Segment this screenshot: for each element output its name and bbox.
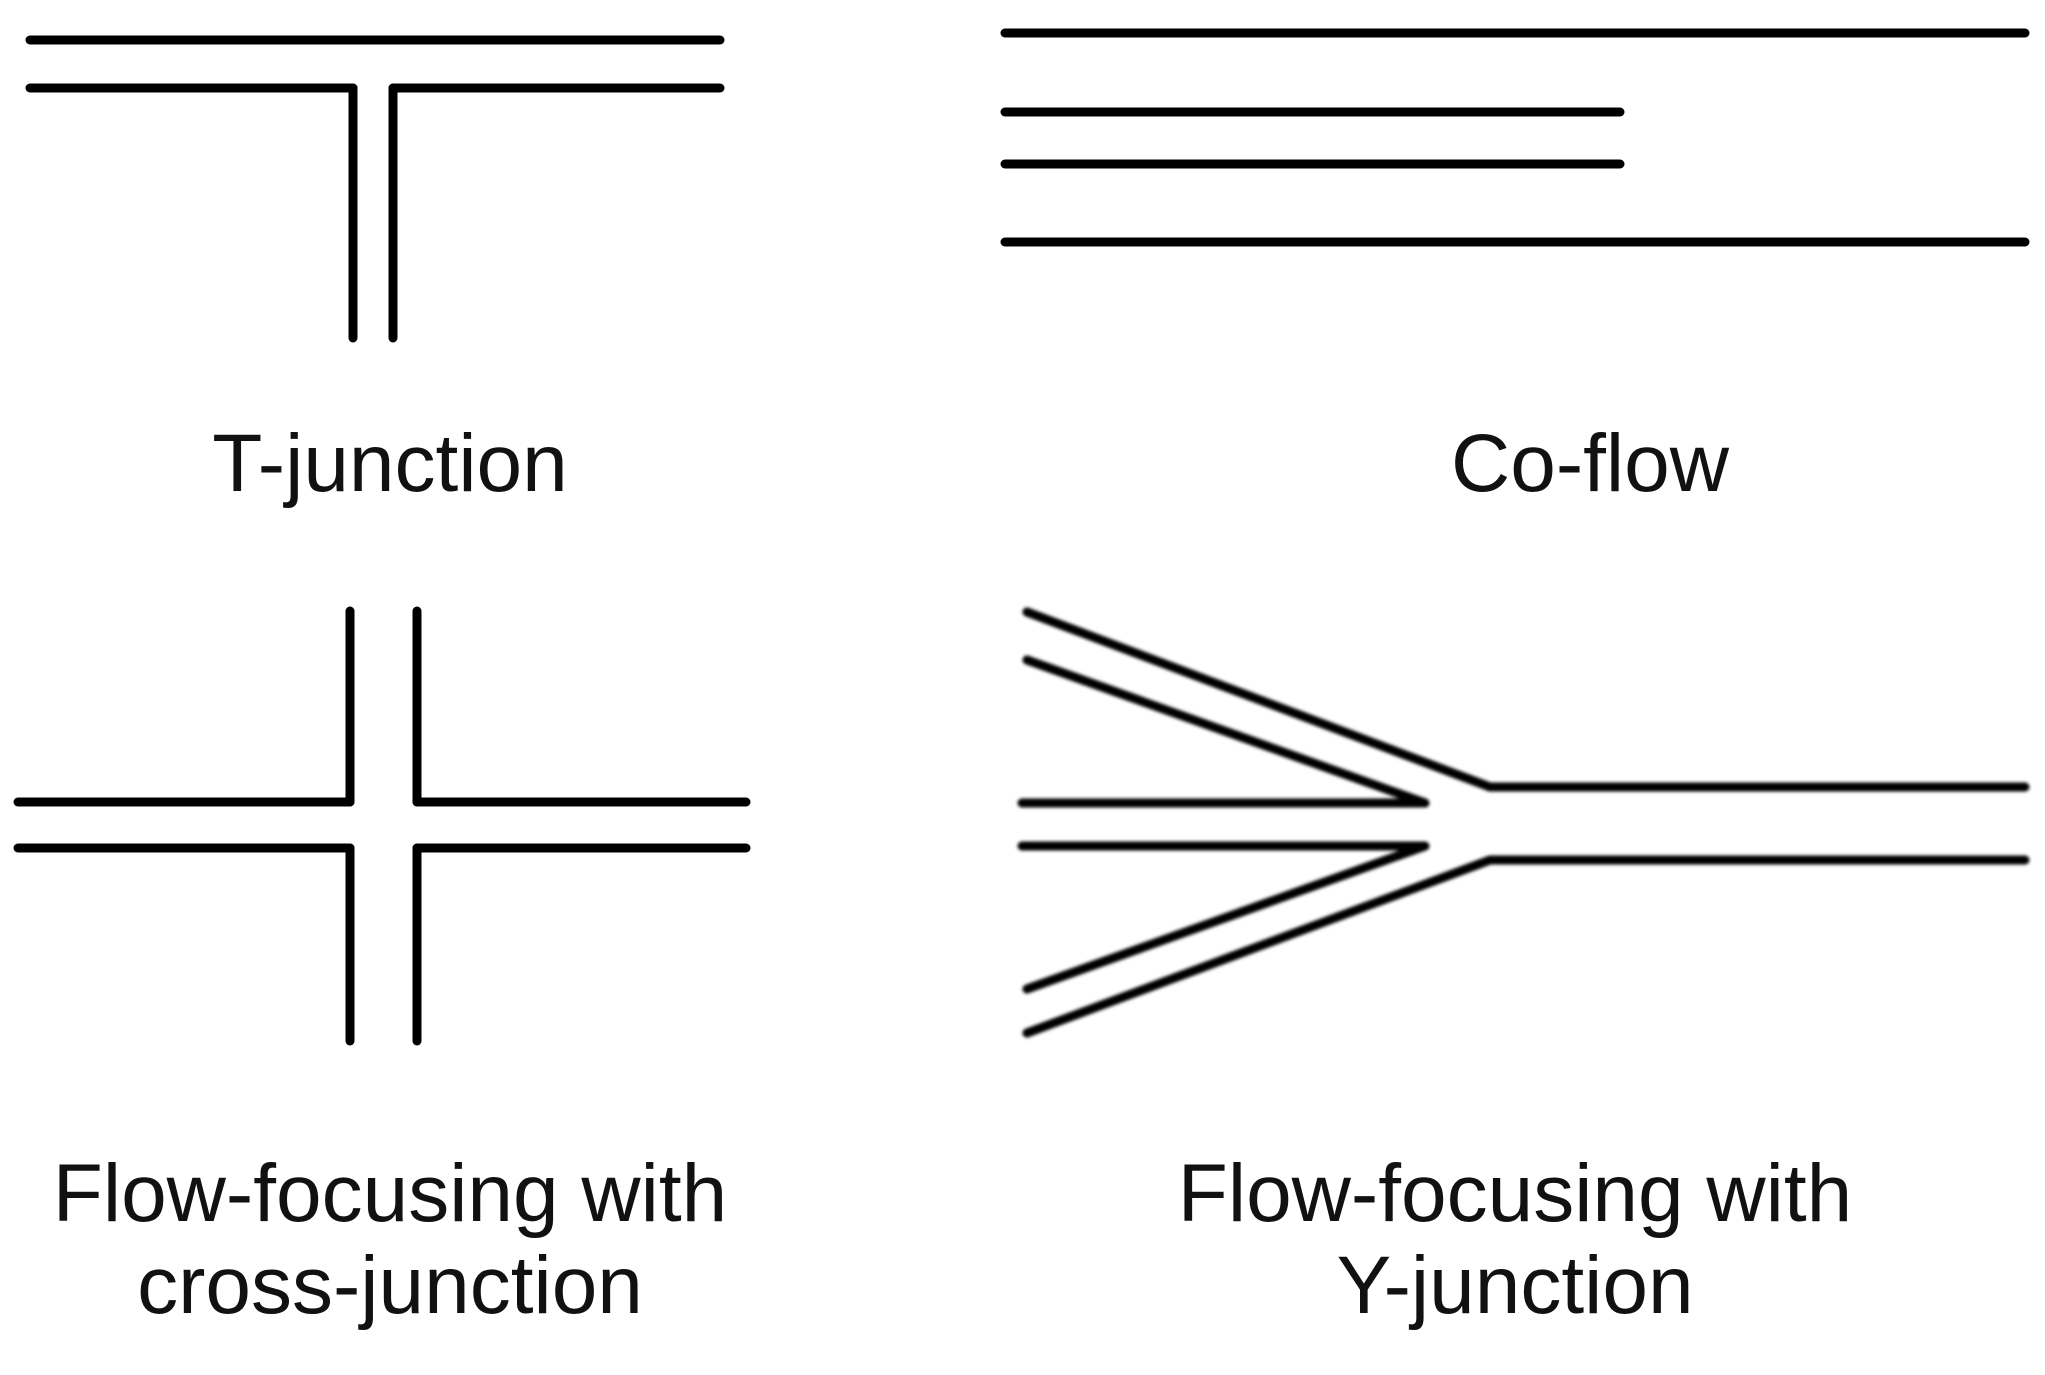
flow-focusing-y-junction-label: Flow-focusing with Y-junction bbox=[1100, 1148, 1930, 1332]
t-junction-label-text: T-junction bbox=[212, 418, 568, 509]
flow-focusing-cross-label-line2: cross-junction bbox=[137, 1240, 643, 1331]
t-junction-geometry bbox=[25, 35, 725, 343]
flow-focusing-y-label-line2: Y-junction bbox=[1336, 1240, 1694, 1331]
co-flow-geometry bbox=[1000, 28, 2030, 247]
flow-focusing-y-label-line1: Flow-focusing with bbox=[1177, 1148, 1853, 1239]
y-lower-inlet-inner-wall bbox=[1017, 841, 1430, 994]
t-junction-label: T-junction bbox=[140, 418, 640, 510]
flow-focusing-cross-junction-label: Flow-focusing with cross-junction bbox=[0, 1148, 780, 1332]
co-flow-label-text: Co-flow bbox=[1451, 418, 1729, 509]
y-upper-inlet-inner-wall bbox=[1017, 655, 1430, 808]
flow-focusing-cross-junction-geometry bbox=[13, 606, 751, 1046]
flow-focusing-y-junction-geometry bbox=[1017, 607, 2030, 1038]
co-flow-label: Co-flow bbox=[1340, 418, 1840, 510]
flow-focusing-cross-label-line1: Flow-focusing with bbox=[52, 1148, 728, 1239]
y-lower-inlet-outer-wall bbox=[1022, 855, 2030, 1038]
y-upper-inlet-outer-wall bbox=[1022, 607, 2030, 792]
